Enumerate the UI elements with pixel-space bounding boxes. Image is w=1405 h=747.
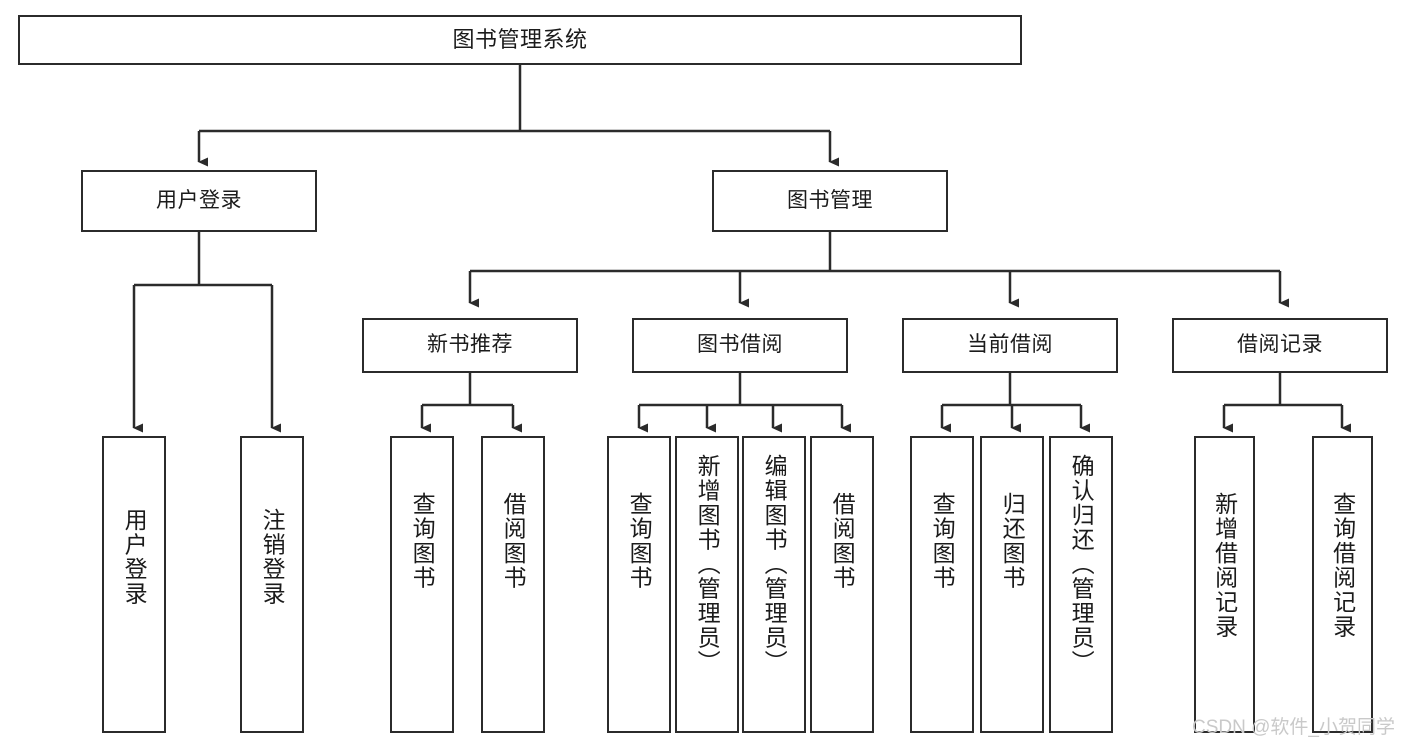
node-label: 用户登录: [156, 188, 242, 212]
node-label: 确认归还（管理员）: [1068, 454, 1095, 675]
node-borrow-record[interactable]: 借阅记录: [1172, 318, 1388, 373]
node-label: 编辑图书（管理员）: [761, 454, 788, 675]
node-root-book-management-system[interactable]: 图书管理系统: [18, 15, 1022, 65]
node-label: 借阅图书: [500, 492, 527, 590]
leaf-book-borrow-query-book[interactable]: 查询图书: [607, 436, 671, 733]
leaf-user-login-login[interactable]: 用户登录: [102, 436, 166, 733]
node-user-login[interactable]: 用户登录: [81, 170, 317, 232]
leaf-borrow-record-add-record[interactable]: 新增借阅记录: [1194, 436, 1255, 733]
node-book-borrow[interactable]: 图书借阅: [632, 318, 848, 373]
node-new-book-recommend[interactable]: 新书推荐: [362, 318, 578, 373]
leaf-current-borrow-confirm-return-admin[interactable]: 确认归还（管理员）: [1049, 436, 1113, 733]
leaf-user-login-logout[interactable]: 注销登录: [240, 436, 304, 733]
node-label: 当前借阅: [967, 333, 1053, 357]
node-current-borrow[interactable]: 当前借阅: [902, 318, 1118, 373]
leaf-current-borrow-query-book[interactable]: 查询图书: [910, 436, 974, 733]
leaf-borrow-record-query-record[interactable]: 查询借阅记录: [1312, 436, 1373, 733]
leaf-current-borrow-return-book[interactable]: 归还图书: [980, 436, 1044, 733]
leaf-new-book-query-book[interactable]: 查询图书: [390, 436, 454, 733]
node-label: 图书借阅: [697, 333, 783, 357]
node-label: 查询借阅记录: [1329, 492, 1356, 639]
node-label: 图书管理: [787, 188, 873, 212]
node-label: 归还图书: [999, 492, 1026, 590]
node-label: 注销登录: [259, 508, 286, 606]
node-label: 图书管理系统: [452, 27, 588, 53]
node-label: 借阅记录: [1237, 333, 1323, 357]
node-label: 新增图书（管理员）: [694, 454, 721, 675]
csdn-watermark: CSDN @软件_小贺同学: [1192, 717, 1395, 738]
node-label: 查询图书: [409, 492, 436, 590]
leaf-book-borrow-borrow-book[interactable]: 借阅图书: [810, 436, 874, 733]
node-label: 借阅图书: [829, 492, 856, 590]
node-label: 新书推荐: [427, 333, 513, 357]
node-label: 用户登录: [121, 508, 148, 606]
leaf-new-book-borrow-book[interactable]: 借阅图书: [481, 436, 545, 733]
leaf-book-borrow-edit-book-admin[interactable]: 编辑图书（管理员）: [742, 436, 806, 733]
leaf-book-borrow-add-book-admin[interactable]: 新增图书（管理员）: [675, 436, 739, 733]
node-label: 新增借阅记录: [1211, 492, 1238, 639]
node-book-management[interactable]: 图书管理: [712, 170, 948, 232]
node-label: 查询图书: [929, 492, 956, 590]
node-label: 查询图书: [626, 492, 653, 590]
